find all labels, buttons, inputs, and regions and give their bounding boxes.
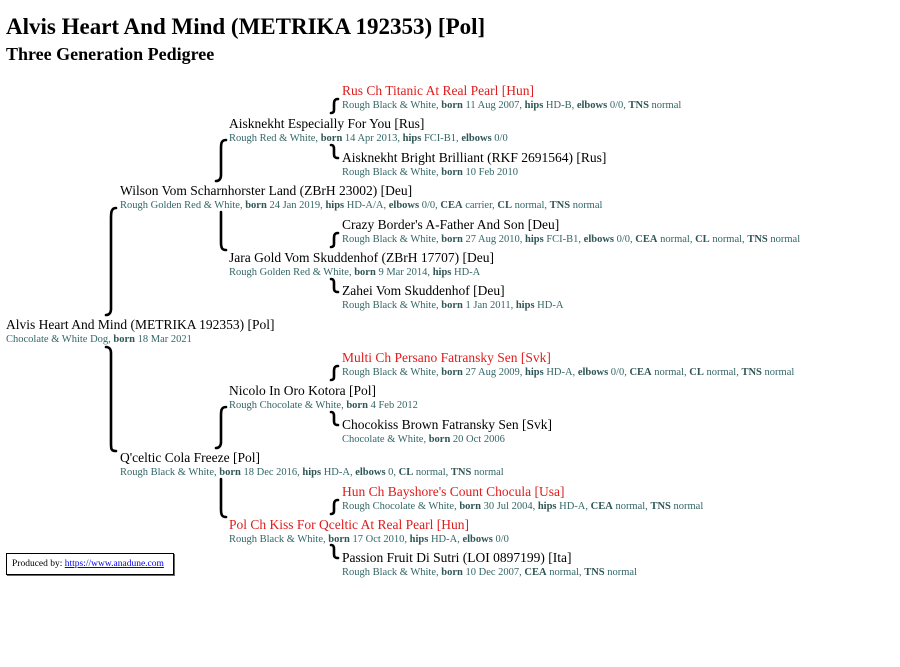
dog-details: Rough Black & White, born 11 Aug 2007, h… bbox=[342, 100, 682, 111]
pedigree-dam-sire-sire: Multi Ch Persano Fatransky Sen [Svk] Rou… bbox=[342, 350, 794, 380]
pedigree-sire-sire-sire: Rus Ch Titanic At Real Pearl [Hun] Rough… bbox=[342, 83, 681, 113]
pedigree-dam-dam: Pol Ch Kiss For Qceltic At Real Pearl [H… bbox=[229, 517, 509, 547]
dog-details: Rough Chocolate & White, born 30 Jul 200… bbox=[342, 501, 704, 512]
bracket-sire-dam-sire bbox=[329, 231, 340, 249]
dog-details: Rough Black & White, born 27 Aug 2010, h… bbox=[342, 234, 801, 245]
pedigree-sire-dam-sire: Crazy Border's A-Father And Son [Deu] Ro… bbox=[342, 217, 800, 247]
pedigree-dam-dam-sire: Hun Ch Bayshore's Count Chocula [Usa] Ro… bbox=[342, 484, 703, 514]
dog-details: Rough Red & White, born 14 Apr 2013, hip… bbox=[229, 133, 508, 144]
dog-name: Zahei Vom Skuddenhof [Deu] bbox=[342, 283, 505, 298]
bracket-dam-dam-sire bbox=[329, 498, 340, 516]
pedigree-sire: Wilson Vom Scharnhorster Land (ZBrH 2300… bbox=[120, 183, 602, 213]
produced-by-label: Produced by: bbox=[12, 559, 63, 569]
bracket-sire-sire bbox=[214, 138, 228, 183]
page-title: Alvis Heart And Mind (METRIKA 192353) [P… bbox=[6, 14, 486, 39]
pedigree-sire-dam: Jara Gold Vom Skuddenhof (ZBrH 17707) [D… bbox=[229, 250, 494, 280]
dog-name: Wilson Vom Scharnhorster Land (ZBrH 2300… bbox=[120, 183, 413, 198]
produced-by-link[interactable]: https://www.anadune.com bbox=[64, 559, 164, 569]
dog-details: Rough Golden Red & White, born 9 Mar 201… bbox=[229, 267, 481, 278]
dog-details: Rough Black & White, born 10 Dec 2007, C… bbox=[342, 567, 637, 578]
bracket-sire-sire-sire bbox=[329, 97, 340, 115]
dog-name: Q'celtic Cola Freeze [Pol] bbox=[120, 450, 261, 465]
bracket-dam-dam-dam bbox=[329, 543, 340, 560]
dog-details: Rough Black & White, born 18 Dec 2016, h… bbox=[120, 467, 504, 478]
dog-details: Rough Golden Red & White, born 24 Jan 20… bbox=[120, 200, 603, 211]
dog-name: Nicolo In Oro Kotora [Pol] bbox=[229, 383, 376, 398]
dog-name: Aisknekht Bright Brilliant (RKF 2691564)… bbox=[342, 150, 607, 165]
bracket-sire-dam-dam bbox=[329, 277, 340, 294]
pedigree-sire-sire: Aisknekht Especially For You [Rus] Rough… bbox=[229, 116, 508, 146]
dog-details: Rough Black & White, born 1 Jan 2011, hi… bbox=[342, 300, 564, 311]
pedigree-dam-sire-dam: Chocokiss Brown Fatransky Sen [Svk] Choc… bbox=[342, 417, 552, 447]
pedigree-dam-dam-dam: Passion Fruit Di Sutri (LOI 0897199) [It… bbox=[342, 550, 637, 580]
dog-details: Rough Chocolate & White, born 4 Feb 2012 bbox=[229, 400, 418, 411]
dog-name: Alvis Heart And Mind (METRIKA 192353) [P… bbox=[6, 317, 275, 332]
dog-details: Rough Black & White, born 27 Aug 2009, h… bbox=[342, 367, 795, 378]
dog-details: Chocolate & White Dog, born 18 Mar 2021 bbox=[6, 334, 192, 345]
page-subtitle: Three Generation Pedigree bbox=[6, 44, 215, 64]
dog-name: Crazy Border's A-Father And Son [Deu] bbox=[342, 217, 560, 232]
dog-name: Pol Ch Kiss For Qceltic At Real Pearl [H… bbox=[229, 517, 469, 532]
bracket-subject-sire bbox=[104, 206, 118, 317]
pedigree-dam: Q'celtic Cola Freeze [Pol] Rough Black &… bbox=[120, 450, 504, 480]
bracket-dam-dam bbox=[219, 477, 228, 519]
bracket-dam-sire-sire bbox=[329, 364, 340, 382]
pedigree-dam-sire: Nicolo In Oro Kotora [Pol] Rough Chocola… bbox=[229, 383, 418, 413]
pedigree-sire-dam-dam: Zahei Vom Skuddenhof [Deu] Rough Black &… bbox=[342, 283, 563, 313]
dog-details: Rough Black & White, born 17 Oct 2010, h… bbox=[229, 534, 509, 545]
dog-details: Chocolate & White, born 20 Oct 2006 bbox=[342, 434, 505, 445]
bracket-sire-dam bbox=[219, 210, 228, 252]
dog-name: Aisknekht Especially For You [Rus] bbox=[229, 116, 425, 131]
bracket-subject-dam bbox=[104, 345, 118, 453]
dog-name: Multi Ch Persano Fatransky Sen [Svk] bbox=[342, 350, 551, 365]
dog-name: Rus Ch Titanic At Real Pearl [Hun] bbox=[342, 83, 534, 98]
dog-name: Chocokiss Brown Fatransky Sen [Svk] bbox=[342, 417, 552, 432]
pedigree-sire-sire-dam: Aisknekht Bright Brilliant (RKF 2691564)… bbox=[342, 150, 606, 180]
bracket-dam-sire bbox=[214, 405, 228, 450]
pedigree-subject: Alvis Heart And Mind (METRIKA 192353) [P… bbox=[6, 317, 274, 347]
bracket-sire-sire-dam bbox=[329, 143, 340, 160]
dog-details: Rough Black & White, born 10 Feb 2010 bbox=[342, 167, 518, 178]
dog-name: Passion Fruit Di Sutri (LOI 0897199) [It… bbox=[342, 550, 572, 565]
bracket-dam-sire-dam bbox=[329, 410, 340, 427]
produced-by-box: Produced by: https://www.anadune.com bbox=[6, 553, 174, 575]
dog-name: Hun Ch Bayshore's Count Chocula [Usa] bbox=[342, 484, 565, 499]
dog-name: Jara Gold Vom Skuddenhof (ZBrH 17707) [D… bbox=[229, 250, 494, 265]
